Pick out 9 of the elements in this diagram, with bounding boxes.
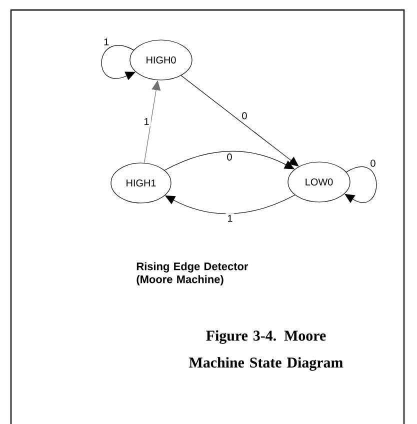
- subtitle: Rising Edge Detector (Moore Machine): [136, 262, 248, 286]
- figure-caption: Figure 3-4. Moore Machine State Diagram: [189, 330, 343, 371]
- edge-label: 0: [370, 160, 376, 167]
- edge-label: 1: [104, 38, 109, 46]
- arrow: [180, 75, 299, 166]
- edge-label: 1: [144, 118, 149, 125]
- edge-label: 0: [227, 154, 232, 161]
- edge-label: 0: [242, 112, 247, 120]
- edge-label: 1: [228, 214, 232, 222]
